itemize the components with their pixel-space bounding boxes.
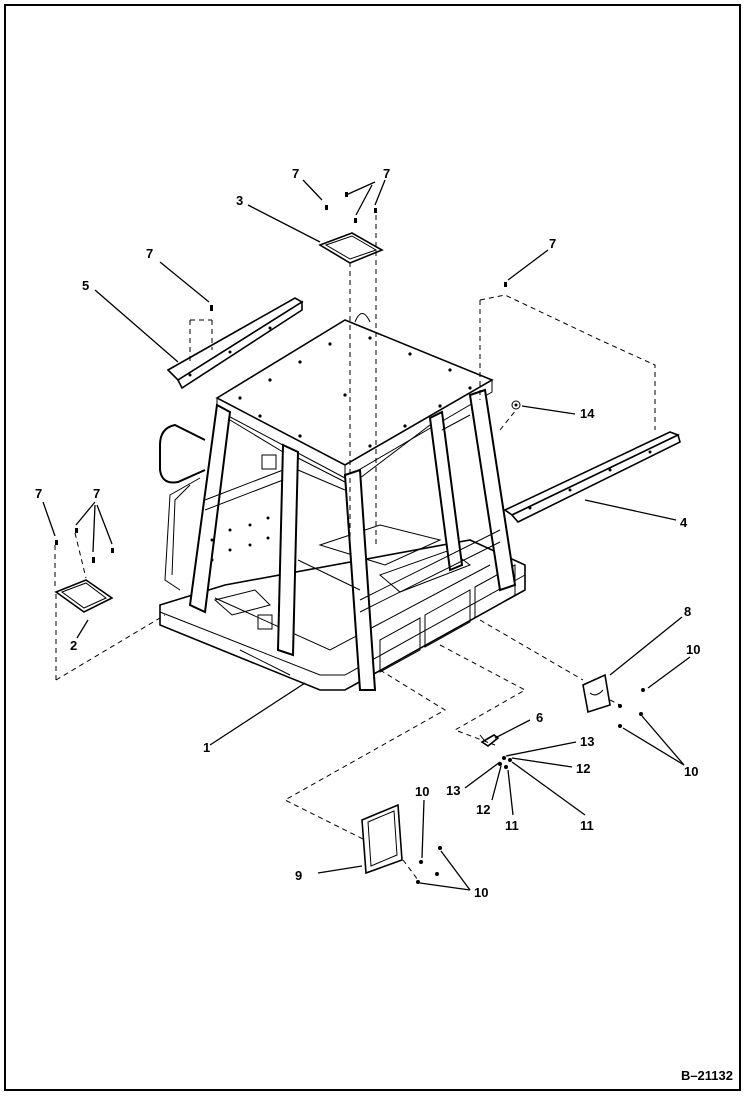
callout-11-left: 11 <box>505 818 519 833</box>
part-9-cover <box>361 803 403 875</box>
part-4-right-trim <box>503 431 681 523</box>
callout-7-floor-left: 7 <box>35 486 42 501</box>
callout-13-left: 13 <box>446 783 460 798</box>
callout-7-top-right: 7 <box>383 166 390 181</box>
assembly-dashed-lines <box>54 215 656 881</box>
callout-7-top-left: 7 <box>292 166 299 181</box>
callout-10-lower-bottom: 10 <box>474 885 488 900</box>
cab-floor-base <box>159 539 526 691</box>
callout-9: 9 <box>295 868 302 883</box>
callout-11-right: 11 <box>580 818 594 833</box>
callout-4: 4 <box>680 515 688 530</box>
part-3-roof-plate <box>318 232 384 264</box>
callout-6: 6 <box>536 710 543 725</box>
callout-12-left: 12 <box>476 802 490 817</box>
roof-rivets <box>238 336 472 448</box>
part-2-floor-plate <box>54 579 114 613</box>
callout-13-right: 13 <box>580 734 594 749</box>
callout-8: 8 <box>684 604 691 619</box>
callout-leaders <box>42 179 691 891</box>
cab-roof <box>215 319 494 466</box>
callout-12-right: 12 <box>576 761 590 776</box>
callout-10-upper-bottom: 10 <box>415 784 429 799</box>
callout-7-trim: 7 <box>146 246 153 261</box>
cab-assembly <box>159 313 526 691</box>
callout-2: 2 <box>70 638 77 653</box>
callout-14: 14 <box>580 406 595 421</box>
callout-7-floor-right: 7 <box>93 486 100 501</box>
figure-number: B–21132 <box>680 1068 733 1083</box>
callout-1: 1 <box>203 740 210 755</box>
callout-5: 5 <box>82 278 89 293</box>
side-panel-rivets <box>210 516 270 562</box>
part-8-cover <box>582 673 611 714</box>
part-5-left-trim <box>166 297 304 390</box>
rear-right-post <box>428 410 464 572</box>
callout-10-upper-right: 10 <box>686 642 700 657</box>
callout-10-lower-right: 10 <box>684 764 698 779</box>
part-6-bracket <box>479 734 500 747</box>
left-handrail <box>159 423 206 484</box>
callout-7-right: 7 <box>549 236 556 251</box>
front-center-post <box>343 468 377 691</box>
diagram-border <box>4 4 741 1091</box>
callout-labels: 1 2 3 4 5 6 7 7 7 7 7 7 8 9 10 10 10 10 … <box>35 166 700 900</box>
front-left-post <box>276 443 300 657</box>
callout-3: 3 <box>236 193 243 208</box>
